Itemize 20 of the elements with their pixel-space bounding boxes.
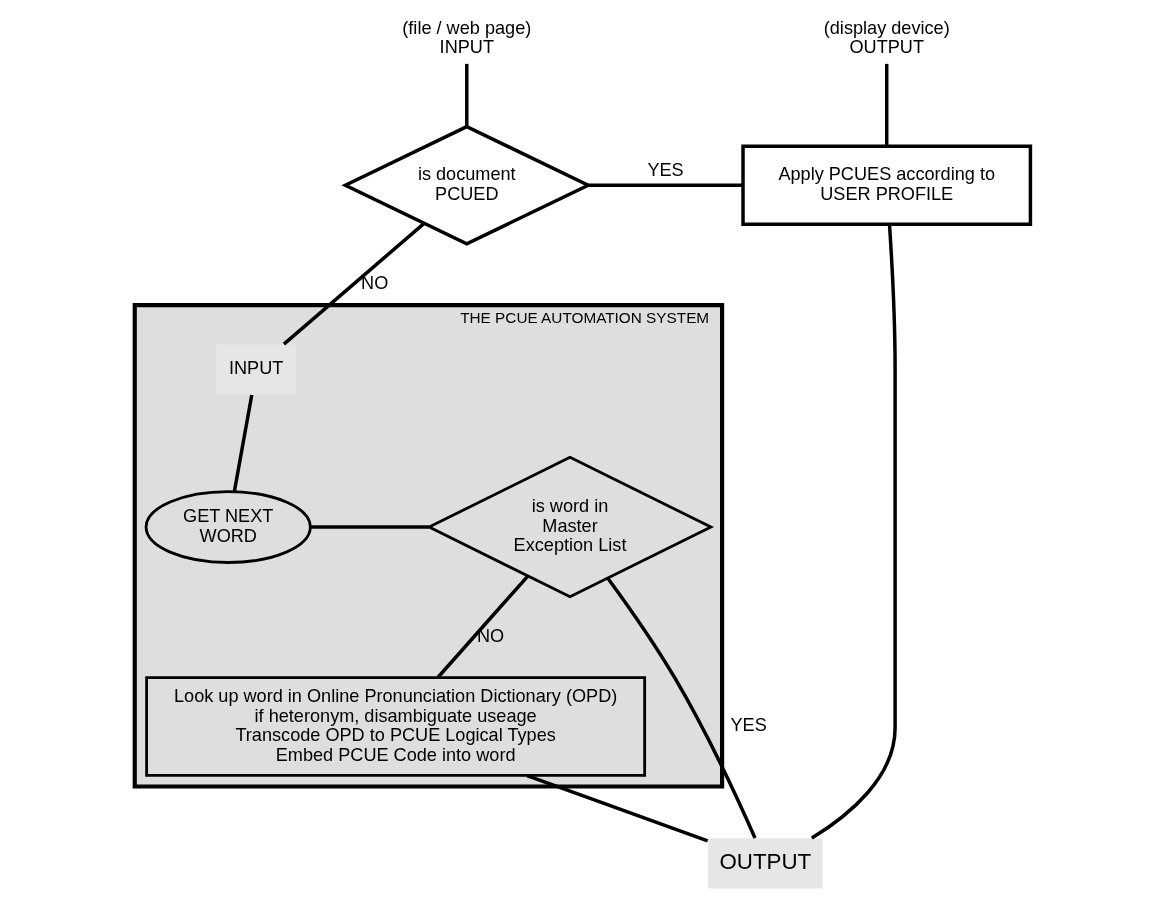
edge-label: YES	[647, 160, 684, 181]
node-box: Apply PCUES according to USER PROFILE	[741, 144, 1033, 227]
connector	[310, 525, 429, 529]
edge-label: NO	[361, 273, 389, 294]
connector	[436, 574, 530, 679]
connector	[606, 577, 757, 839]
node-box: Look up word in Online Pronunciation Dictionary (OPD) if heteronym, disambiguate useage Transcode OPD to PCUE Logical Types Embed PCUE Code into word	[145, 676, 647, 777]
connector	[526, 773, 709, 843]
node-ellipse: GET NEXT WORD	[144, 490, 312, 564]
node-text: (display device) OUTPUT	[823, 17, 950, 58]
edge-label: YES	[730, 715, 767, 736]
connector	[282, 222, 426, 346]
node-box: OUTPUT	[708, 838, 823, 889]
connector	[884, 63, 889, 146]
connector	[232, 394, 254, 492]
node-text: (file / web page) INPUT	[402, 17, 532, 58]
connector	[810, 224, 897, 840]
connector	[588, 183, 743, 187]
connector	[465, 63, 469, 127]
node-box: INPUT	[216, 344, 296, 395]
